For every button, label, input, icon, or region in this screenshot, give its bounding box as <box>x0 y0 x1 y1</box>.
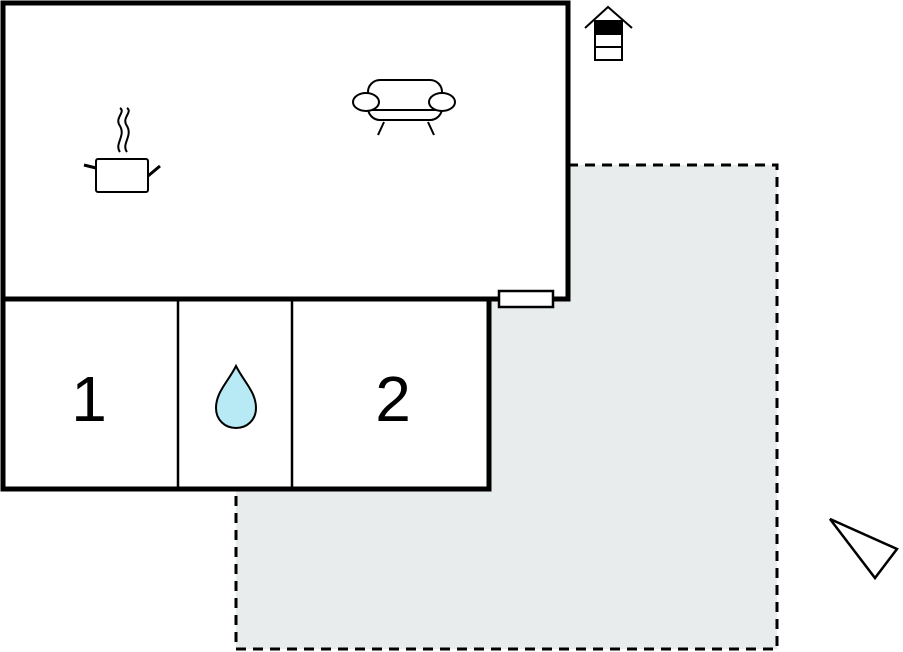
house-entrance-icon <box>584 5 633 61</box>
room-label-1: 1 <box>71 363 107 435</box>
cooking-pot-icon <box>83 107 161 193</box>
outer-walls <box>0 0 571 492</box>
terrace-door <box>497 289 555 309</box>
compass-direction-icon <box>829 517 899 581</box>
sofa-icon <box>352 79 456 136</box>
room-living-kitchen <box>0 0 571 302</box>
terrace-area <box>234 163 779 651</box>
water-drop-icon <box>214 363 258 430</box>
room-label-2: 2 <box>375 363 411 435</box>
